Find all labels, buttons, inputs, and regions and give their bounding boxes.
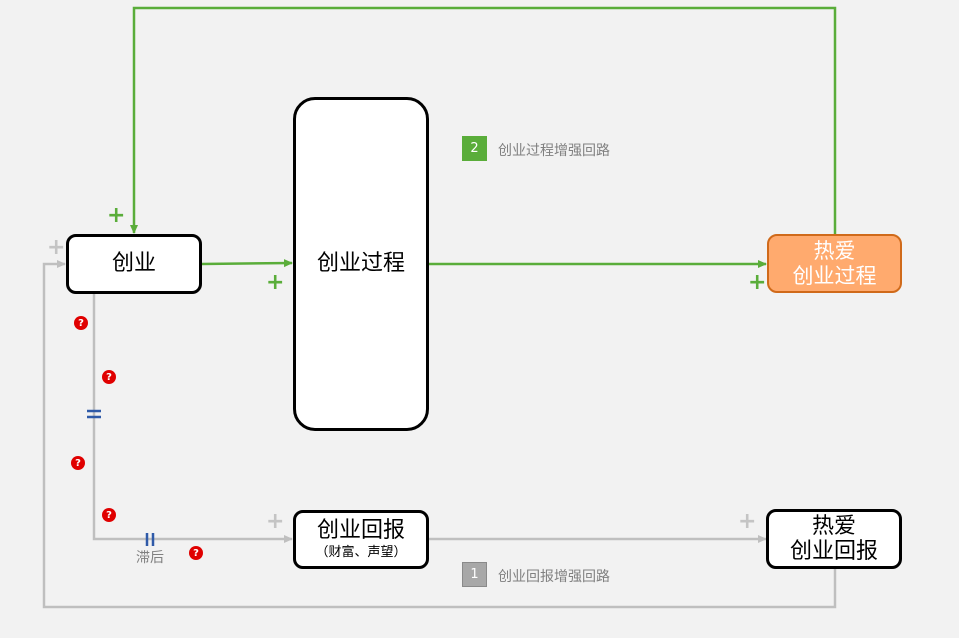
node-love-return-line1: 热爱 xyxy=(811,513,856,539)
node-love-return[interactable]: 热爱 创业回报 xyxy=(766,509,902,569)
node-love-process-line1: 热爱 xyxy=(813,239,856,264)
node-chuangye-return[interactable]: 创业回报 （财富、声望） xyxy=(293,510,429,569)
node-love-process[interactable]: 热爱 创业过程 xyxy=(767,234,902,293)
plus-sign-love-return-in: + xyxy=(738,509,757,534)
delay-mark xyxy=(145,533,155,546)
plus-sign-chuangye-in: + xyxy=(107,203,126,228)
question-icon[interactable]: ? xyxy=(189,546,203,560)
node-process-label: 创业过程 xyxy=(316,251,405,277)
node-love-return-line2: 创业回报 xyxy=(789,539,878,564)
delay-label: 滞后 xyxy=(136,550,164,566)
plus-sign-love-process-in: + xyxy=(748,270,767,295)
plus-sign-chuangye-grey-in: + xyxy=(47,235,66,260)
node-chuangye-process[interactable]: 创业过程 xyxy=(293,97,429,431)
link-chuangye-to-return xyxy=(92,293,293,543)
node-chuangye[interactable]: 创业 xyxy=(66,234,202,294)
node-love-process-line2: 创业过程 xyxy=(792,263,877,288)
loop-label-return: 创业回报增强回路 xyxy=(498,569,610,585)
plus-sign-return-in: + xyxy=(266,509,285,534)
equal-mark xyxy=(87,409,101,419)
question-icon[interactable]: ? xyxy=(102,370,116,384)
loop-badge-1: 1 xyxy=(462,562,487,587)
loop-label-process: 创业过程增强回路 xyxy=(498,143,610,159)
node-return-title: 创业回报 xyxy=(316,518,405,544)
link-chuangye-to-process xyxy=(200,259,293,268)
node-return-subtitle: （财富、声望） xyxy=(315,544,407,560)
node-chuangye-label: 创业 xyxy=(111,251,156,277)
link-love-process-to-chuangye xyxy=(130,6,837,235)
loop-badge-2: 2 xyxy=(462,136,487,161)
link-love-return-to-chuangye xyxy=(42,260,837,609)
question-icon[interactable]: ? xyxy=(74,316,88,330)
plus-sign-process-in: + xyxy=(266,270,285,295)
question-icon[interactable]: ? xyxy=(102,508,116,522)
question-icon[interactable]: ? xyxy=(71,456,85,470)
